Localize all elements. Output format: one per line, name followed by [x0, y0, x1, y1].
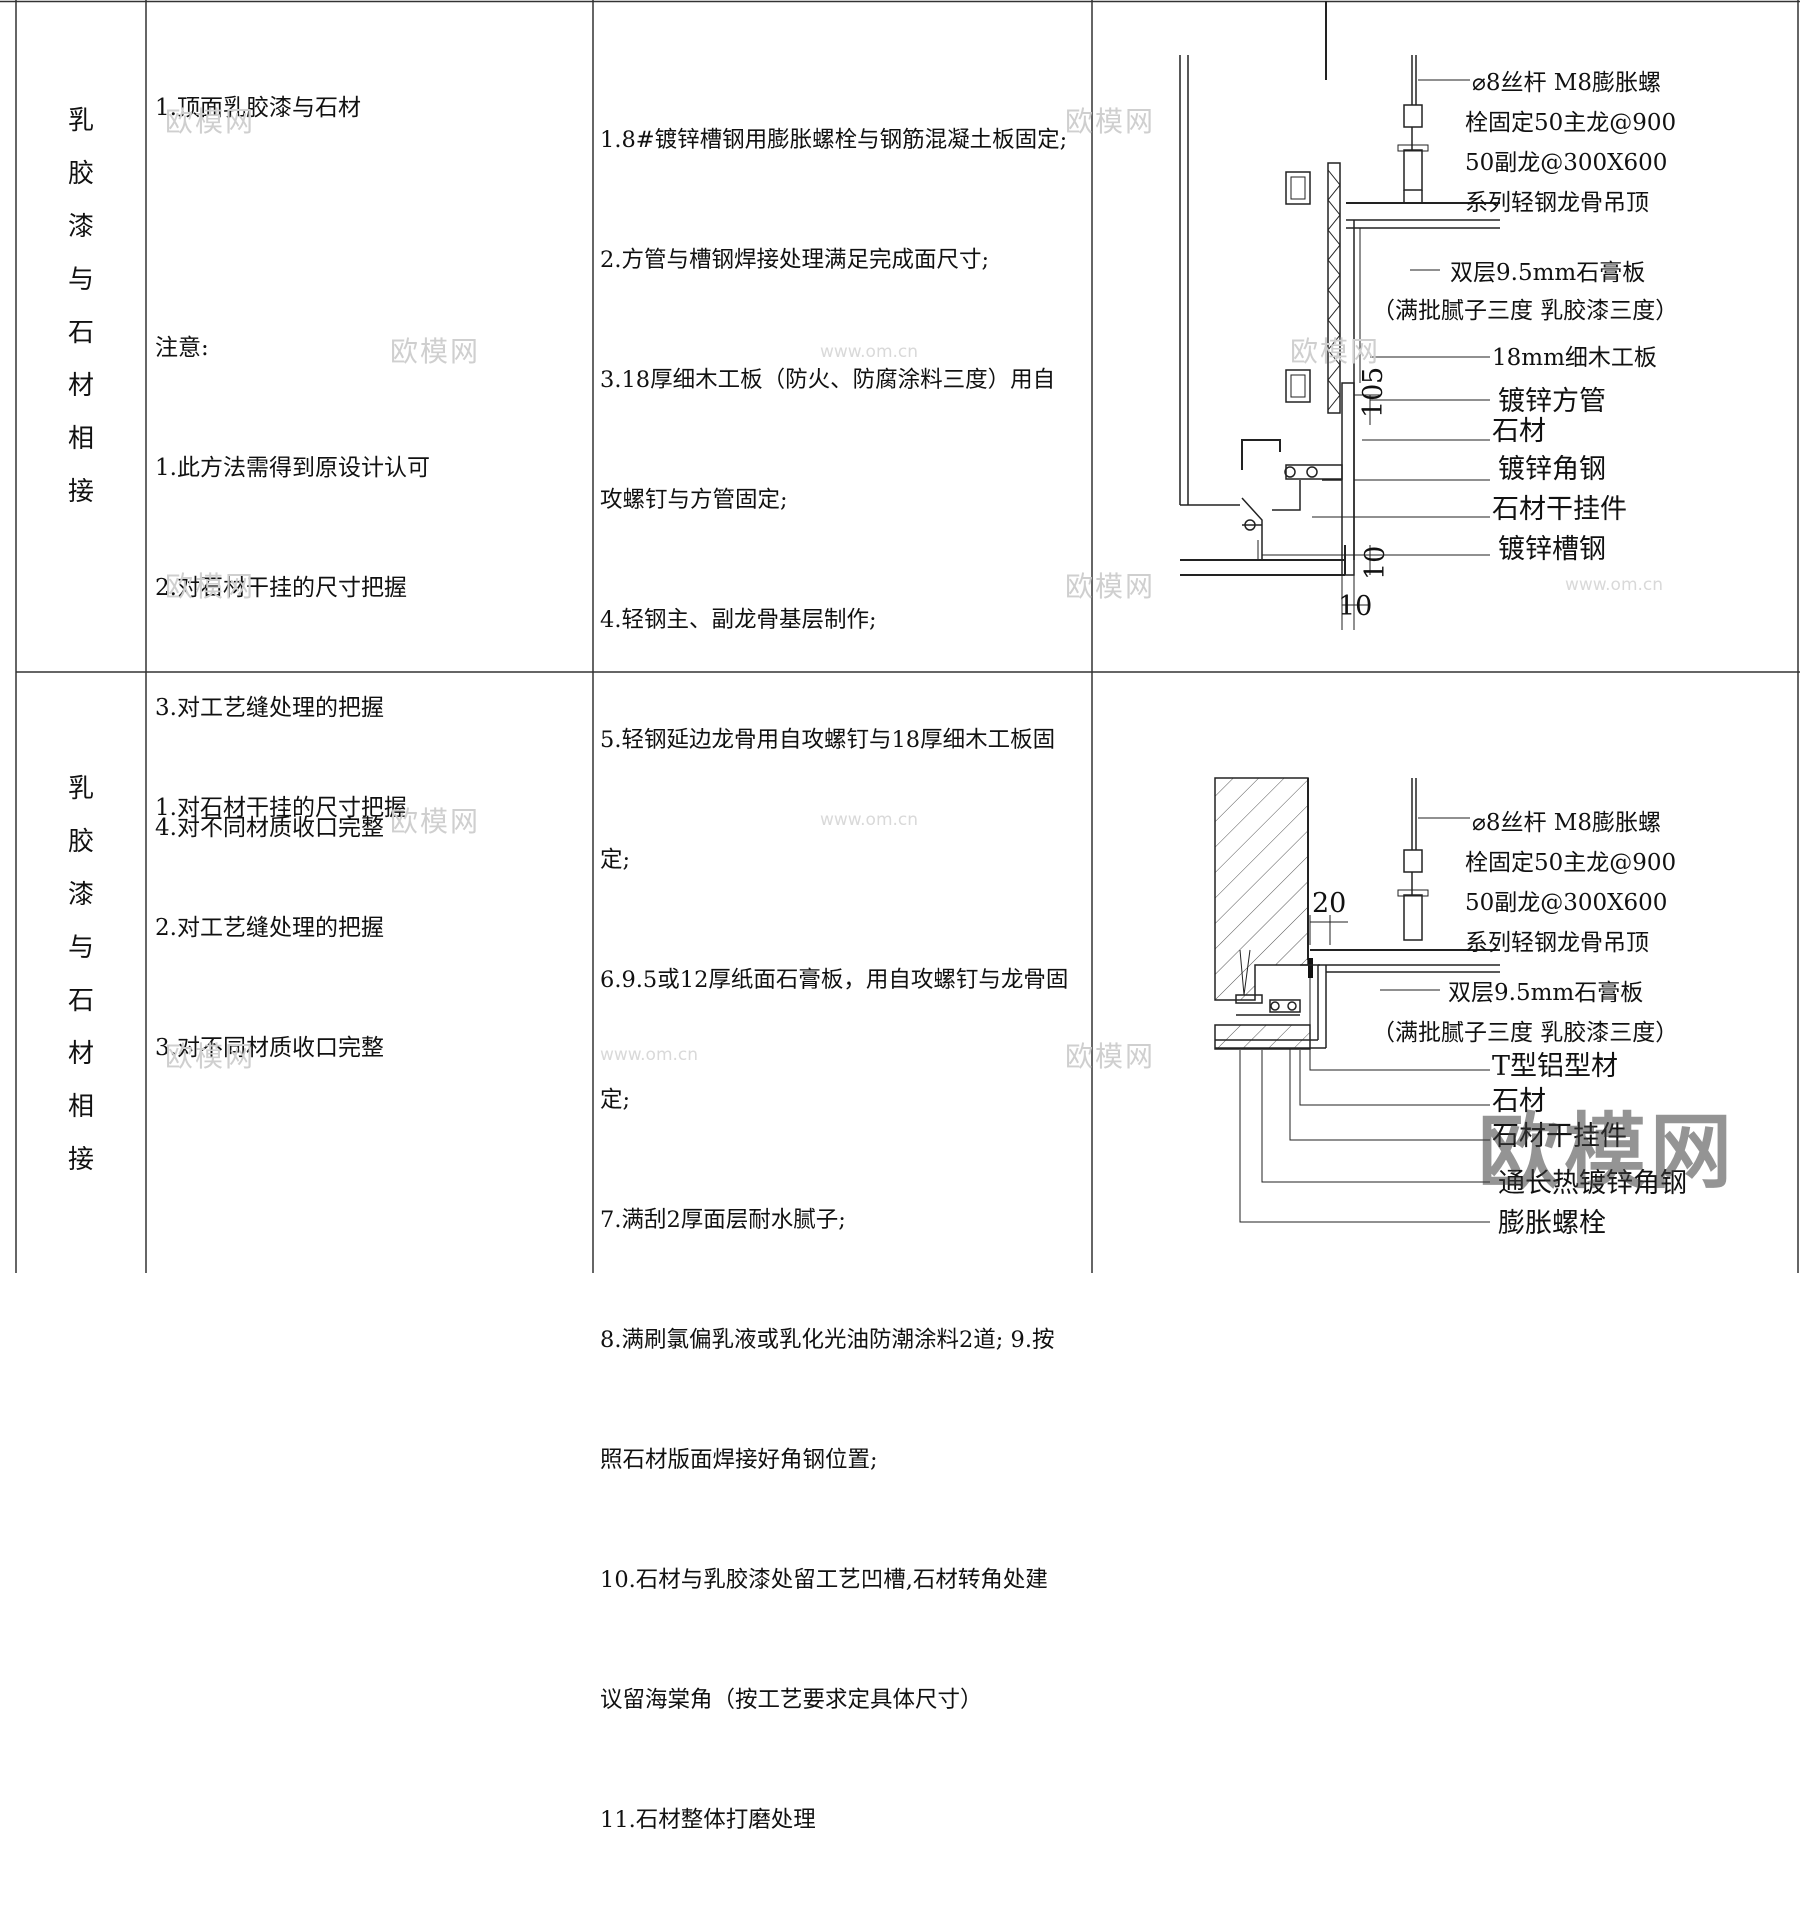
- callout-label: 系列轻钢龙骨吊顶: [1465, 930, 1649, 956]
- callout-label: ⌀8丝杆 M8膨胀螺: [1472, 810, 1661, 836]
- callout-label: 栓固定50主龙@900: [1465, 110, 1676, 136]
- step-line: 4.轻钢主、副龙骨基层制作;: [600, 607, 877, 633]
- title-char: 相: [67, 1092, 94, 1122]
- callout-label: 石材干挂件: [1492, 1121, 1627, 1152]
- title-char: 相: [67, 424, 94, 454]
- dim-label: 10: [1360, 546, 1391, 580]
- step-line: 3.18厚细木工板（防火、防腐涂料三度）用自: [600, 367, 1056, 393]
- note-line: 1.对石材干挂的尺寸把握: [155, 795, 407, 821]
- watermark: 欧模网: [390, 335, 481, 368]
- step-line: 5.轻钢延边龙骨用自攻螺钉与18厚细木工板固: [600, 727, 1056, 753]
- note-line: 3.对工艺缝处理的把握: [155, 695, 384, 721]
- watermark-url: www.om.cn: [600, 1045, 699, 1065]
- title-char: 漆: [67, 880, 94, 910]
- callout-label: 镀锌方管: [1498, 386, 1606, 417]
- watermark: 欧模网: [165, 1040, 256, 1073]
- callout-label: 50副龙@300X600: [1465, 890, 1667, 916]
- watermark-logo: 欧模网: [1478, 1105, 1737, 1200]
- step-line: 6.9.5或12厚纸面石膏板，用自攻螺钉与龙骨固: [600, 967, 1069, 993]
- callout-label: ⌀8丝杆 M8膨胀螺: [1472, 70, 1661, 96]
- detail-sheet: 乳 胶 漆 与 石 材 相 接 1.顶面乳胶漆与石材 注意: 1.此方法需得到原…: [0, 0, 1800, 1833]
- note-line: 1.此方法需得到原设计认可: [155, 455, 430, 481]
- watermark: 欧模网: [165, 570, 256, 603]
- row1-notes: 1.顶面乳胶漆与石材 注意: 1.此方法需得到原设计认可 2.对石材干挂的尺寸把…: [155, 8, 430, 928]
- title-char: 石: [67, 986, 94, 1016]
- note-line: 4.对不同材质收口完整: [155, 815, 384, 841]
- note-line: 3.对不同材质收口完整: [155, 1035, 384, 1061]
- row1-title: 乳 胶 漆 与 石 材 相 接: [61, 95, 101, 519]
- step-line: 8.满刷氯偏乳液或乳化光油防潮涂料2道; 9.按: [600, 1327, 1055, 1353]
- step-line: 10.石材与乳胶漆处留工艺凹槽,石材转角处建: [600, 1567, 1048, 1593]
- step-line: 1.8#镀锌槽钢用膨胀螺栓与钢筋混凝土板固定;: [600, 127, 1068, 153]
- row2-title: 乳 胶 漆 与 石 材 相 接: [61, 763, 101, 1187]
- dim-label: 10: [1358, 384, 1389, 418]
- title-char: 与: [67, 933, 94, 963]
- callout-label: 膨胀螺栓: [1498, 1208, 1606, 1239]
- title-char: 胶: [67, 159, 94, 189]
- note-line: 1.顶面乳胶漆与石材: [155, 95, 361, 121]
- dim-label: 10: [1338, 591, 1372, 622]
- callout-label: 系列轻钢龙骨吊顶: [1465, 190, 1649, 216]
- callout-label: （满批腻子三度 乳胶漆三度）: [1372, 1020, 1678, 1046]
- watermark: 欧模网: [1065, 1040, 1156, 1073]
- callout-label: 18mm细木工板: [1492, 345, 1657, 371]
- title-char: 接: [67, 1145, 94, 1175]
- step-line: 2.方管与槽钢焊接处理满足完成面尺寸;: [600, 247, 990, 273]
- row2-notes: 1.对石材干挂的尺寸把握 2.对工艺缝处理的把握 3.对不同材质收口完整: [155, 708, 407, 1148]
- step-line: 11.石材整体打磨处理: [600, 1807, 816, 1833]
- title-char: 漆: [67, 212, 94, 242]
- note-line: 2.对石材干挂的尺寸把握: [155, 575, 407, 601]
- watermark-url: www.om.cn: [820, 342, 919, 362]
- title-char: 材: [67, 371, 94, 401]
- callout-label: 镀锌角钢: [1498, 454, 1606, 485]
- callout-label: T型铝型材: [1492, 1051, 1618, 1082]
- dim-label: 5: [1358, 367, 1389, 384]
- title-char: 材: [67, 1039, 94, 1069]
- title-char: 胶: [67, 827, 94, 857]
- dim-label: 20: [1312, 888, 1346, 919]
- watermark: 欧模网: [1065, 570, 1156, 603]
- callout-label: （满批腻子三度 乳胶漆三度）: [1372, 298, 1678, 324]
- callout-label: 石材: [1492, 1086, 1546, 1117]
- step-line: 7.满刮2厚面层耐水腻子;: [600, 1207, 846, 1233]
- title-char: 与: [67, 265, 94, 295]
- title-char: 乳: [67, 106, 94, 136]
- watermark: 欧模网: [165, 105, 256, 138]
- callout-label: 石材: [1492, 416, 1546, 447]
- callout-label: 通长热镀锌角钢: [1498, 1168, 1687, 1199]
- step-line: 定;: [600, 1087, 631, 1113]
- callout-label: 栓固定50主龙@900: [1465, 850, 1676, 876]
- step-line: 照石材版面焊接好角钢位置;: [600, 1447, 878, 1473]
- title-char: 石: [67, 318, 94, 348]
- title-char: 接: [67, 477, 94, 507]
- callout-label: 50副龙@300X600: [1465, 150, 1667, 176]
- row1-section-drawing: 5 10 10 10 ⌀8丝杆 M8膨胀螺 栓固定50主龙@900 50副龙@3…: [1179, 1, 1678, 630]
- step-line: 定;: [600, 847, 631, 873]
- step-line: 攻螺钉与方管固定;: [600, 487, 788, 513]
- callout-label: 镀锌槽钢: [1498, 534, 1606, 565]
- watermark-url: www.om.cn: [1565, 575, 1664, 595]
- title-char: 乳: [67, 774, 94, 804]
- callout-label: 石材干挂件: [1492, 494, 1627, 525]
- watermark: 欧模网: [1065, 105, 1156, 138]
- note-line: 注意:: [155, 335, 209, 361]
- callout-label: 双层9.5mm石膏板: [1448, 980, 1643, 1006]
- row2-section-drawing: 20 ⌀8丝杆 M8膨胀螺 栓固定50主龙@900 50副龙@300X600 系…: [1214, 777, 1687, 1239]
- watermark-url: www.om.cn: [820, 810, 919, 830]
- note-line: 2.对工艺缝处理的把握: [155, 915, 384, 941]
- step-line: 议留海棠角（按工艺要求定具体尺寸）: [600, 1687, 983, 1713]
- watermark: 欧模网: [1290, 335, 1381, 368]
- watermark: 欧模网: [390, 805, 481, 838]
- callout-label: 双层9.5mm石膏板: [1450, 260, 1645, 286]
- table-grid: [0, 0, 1800, 1273]
